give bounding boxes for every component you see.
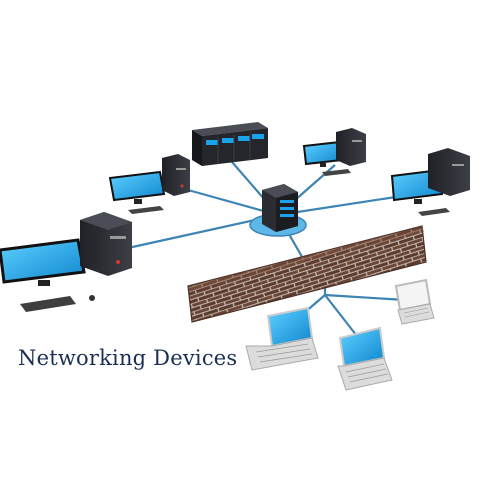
rack-server: [192, 122, 268, 166]
cable-laptop-right: [324, 293, 406, 302]
laptop-left: [245, 306, 319, 371]
central-hub-server: [249, 184, 307, 237]
desktop-computer-top-left: [108, 154, 190, 214]
laptop-center: [337, 326, 393, 391]
desktop-computer-right: [390, 148, 470, 216]
diagram-caption: Networking Devices: [18, 346, 238, 370]
desktop-computer-top-right: [302, 128, 366, 176]
cable-laptop-center: [324, 294, 361, 341]
firewall-brick-wall: [187, 225, 427, 323]
desktop-computer-left-large: [0, 212, 132, 312]
laptop-right: [394, 278, 435, 325]
